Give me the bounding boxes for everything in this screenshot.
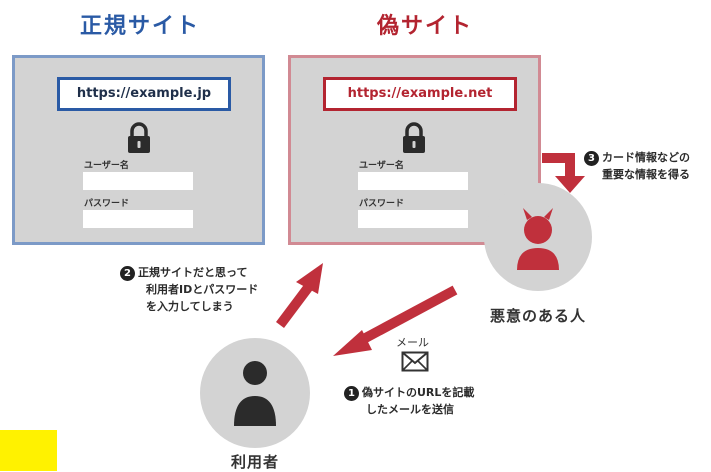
step2-line2: 利用者IDとパスワード [146,283,259,296]
attacker-label: 悪意のある人 [489,307,586,325]
step3-line2: 重要な情報を得る [602,168,690,181]
legit-username-field[interactable] [83,172,193,190]
highlight-block [0,430,57,471]
step1-line1: 偽サイトのURLを記載 [362,386,475,399]
user-label: 利用者 [230,453,279,471]
devil-icon [517,208,559,270]
fake-site-title: 偽サイト [376,14,473,39]
user-avatar [200,338,310,448]
person-icon [234,361,276,426]
step1-line2: したメールを送信 [366,403,454,416]
legit-username-label: ユーザー名 [84,161,129,171]
arrow-icon [276,263,323,328]
arrow-icon [333,285,458,356]
fake-password-field[interactable] [358,210,468,228]
step3-badge: 3 [584,150,599,166]
fake-username-field[interactable] [358,172,468,190]
legit-site-title: 正規サイト [79,14,200,39]
lock-icon [403,122,425,153]
legit-url-box: https://example.jp [57,77,231,111]
lock-icon [128,122,150,153]
legit-password-label: パスワード [84,199,130,209]
fake-url-box: https://example.net [323,77,517,111]
step2-line3: を入力してしまう [146,300,234,313]
fake-username-label: ユーザー名 [359,161,404,171]
step1-badge: 1 [344,385,359,401]
mail-label: メール [396,336,429,349]
step2-line1: 正規サイトだと思って [138,266,248,279]
legit-password-field[interactable] [83,210,193,228]
mail-icon [401,351,429,372]
arrow-icon [542,153,585,193]
step3-line1: カード情報などの [602,151,690,164]
fake-password-label: パスワード [359,199,405,209]
step2-badge: 2 [120,265,135,281]
